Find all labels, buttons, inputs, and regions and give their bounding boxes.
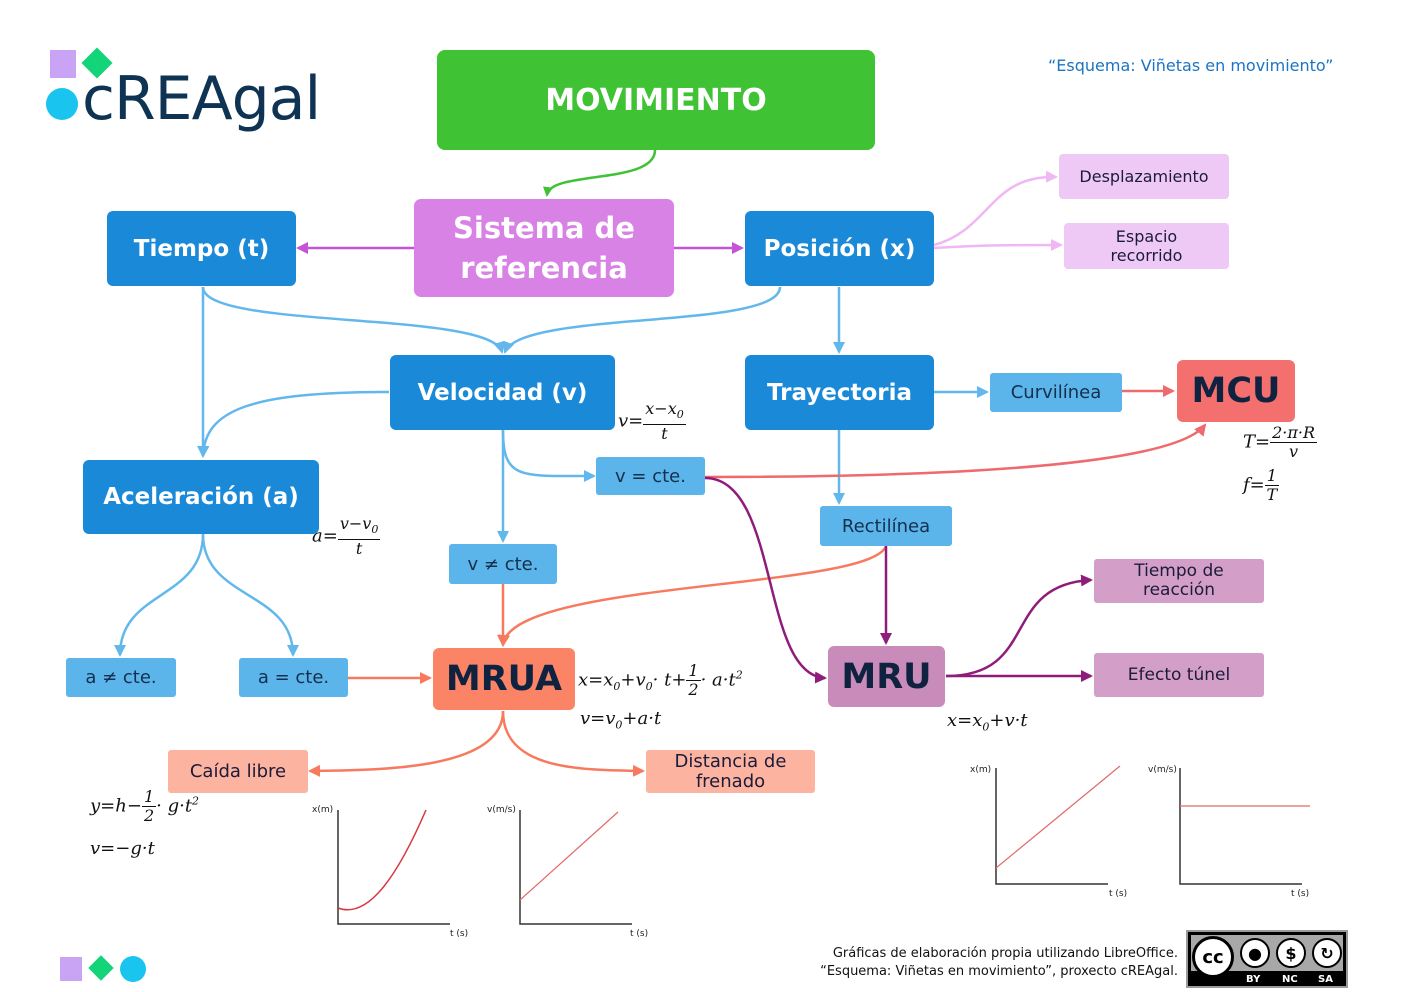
node-distancia-frenado-label: Distancia de frenado [674, 750, 787, 792]
node-mrua-label: MRUA [445, 659, 563, 699]
graph-mrua-position-ylabel: x(m) [312, 805, 334, 815]
node-trayectoria: Trayectoria [745, 355, 934, 430]
node-espacio-label: Espacio recorrido [1110, 227, 1183, 265]
node-a-no-cte: a ≠ cte. [66, 658, 176, 697]
node-efecto-tunel-label: Efecto túnel [1127, 664, 1231, 685]
graph-mrua-position [337, 809, 450, 925]
node-aceleracion-label: Aceleración (a) [103, 484, 299, 510]
footer-circle-icon [120, 956, 146, 982]
graph-mru-velocity-ylabel: v(m/s) [1148, 765, 1177, 775]
graph-mrua-velocity [519, 810, 632, 925]
node-sistema-referencia: Sistema de referencia [414, 199, 674, 297]
node-trayectoria-label: Trayectoria [766, 379, 913, 406]
node-posicion: Posición (x) [745, 211, 934, 286]
node-caida-libre: Caída libre [168, 750, 308, 793]
logo-text: cREAgal [82, 64, 321, 134]
graph-mru-position [995, 765, 1121, 885]
node-posicion-label: Posición (x) [763, 235, 916, 262]
node-tiempo-reaccion-label: Tiempo de reacción [1134, 561, 1224, 600]
formula-mrua-velocity: v=v0+a·t [580, 708, 662, 732]
node-rectilinea-label: Rectilínea [841, 515, 931, 537]
node-mcu: MCU [1177, 360, 1295, 422]
node-v-no-cte: v ≠ cte. [449, 544, 557, 584]
node-a-cte-label: a = cte. [257, 667, 330, 688]
node-v-cte: v = cte. [596, 457, 705, 495]
graph-mrua-velocity-xlabel: t (s) [630, 929, 649, 939]
nc-icon: $ [1276, 938, 1306, 968]
node-tiempo-label: Tiempo (t) [133, 235, 270, 262]
node-rectilinea: Rectilínea [820, 506, 952, 546]
logo: cREAgal [46, 47, 336, 143]
footer-diamond-icon [88, 955, 114, 981]
graph-mru-velocity [1179, 768, 1310, 885]
graph-mru-velocity-xlabel: t (s) [1291, 889, 1310, 899]
node-tiempo: Tiempo (t) [107, 211, 296, 286]
sa-icon: ↻ [1312, 938, 1342, 968]
footer-line-2: “Esquema: Viñetas en movimiento”, proxec… [820, 964, 1178, 979]
node-efecto-tunel: Efecto túnel [1094, 653, 1264, 697]
cc-license-badge: cc ● $ ↻ BY NC SA [1186, 930, 1348, 988]
formula-mru: x=x0+v·t [947, 710, 1028, 734]
logo-square-icon [50, 50, 76, 78]
cc-icon: cc [1192, 936, 1234, 978]
node-mcu-label: MCU [1191, 371, 1281, 411]
node-aceleracion: Aceleración (a) [83, 460, 319, 534]
node-velocidad: Velocidad (v) [390, 355, 615, 430]
license-nc: NC [1282, 974, 1298, 985]
node-distancia-frenado: Distancia de frenado [646, 750, 815, 793]
node-mrua: MRUA [433, 648, 575, 710]
graph-mru-position-xlabel: t (s) [1109, 889, 1128, 899]
node-movimiento-label: MOVIMIENTO [545, 82, 767, 118]
node-sistema-label: Sistema de referencia [453, 211, 635, 285]
node-velocidad-label: Velocidad (v) [417, 379, 588, 406]
node-a-no-cte-label: a ≠ cte. [85, 667, 157, 688]
graph-mrua-position-xlabel: t (s) [450, 929, 469, 939]
node-movimiento: MOVIMIENTO [437, 50, 875, 150]
node-curvilinea: Curvilínea [990, 373, 1122, 412]
node-a-cte: a = cte. [239, 658, 348, 697]
node-v-cte-label: v = cte. [615, 465, 686, 487]
top-right-caption: “Esquema: Viñetas en movimiento” [1048, 56, 1334, 75]
node-desplazamiento-label: Desplazamiento [1079, 167, 1209, 186]
graph-mrua-velocity-ylabel: v(m/s) [487, 805, 516, 815]
footer-logo [58, 955, 158, 985]
node-mru: MRU [828, 646, 945, 707]
logo-circle-icon [46, 88, 78, 120]
formula-free-fall-velocity: v=−g·t [90, 838, 155, 859]
by-icon: ● [1240, 938, 1270, 968]
node-v-no-cte-label: v ≠ cte. [467, 553, 539, 575]
graph-mru-position-ylabel: x(m) [970, 765, 992, 775]
node-espacio-recorrido: Espacio recorrido [1064, 223, 1229, 269]
node-mru-label: MRU [841, 656, 932, 697]
node-tiempo-reaccion: Tiempo de reacción [1094, 559, 1264, 603]
footer-square-icon [60, 957, 82, 981]
license-by: BY [1246, 974, 1261, 985]
node-desplazamiento: Desplazamiento [1059, 154, 1229, 199]
license-sa: SA [1318, 974, 1333, 985]
footer-line-1: Gráficas de elaboración propia utilizand… [832, 946, 1178, 961]
node-curvilinea-label: Curvilínea [1010, 382, 1102, 403]
node-caida-libre-label: Caída libre [189, 760, 287, 782]
